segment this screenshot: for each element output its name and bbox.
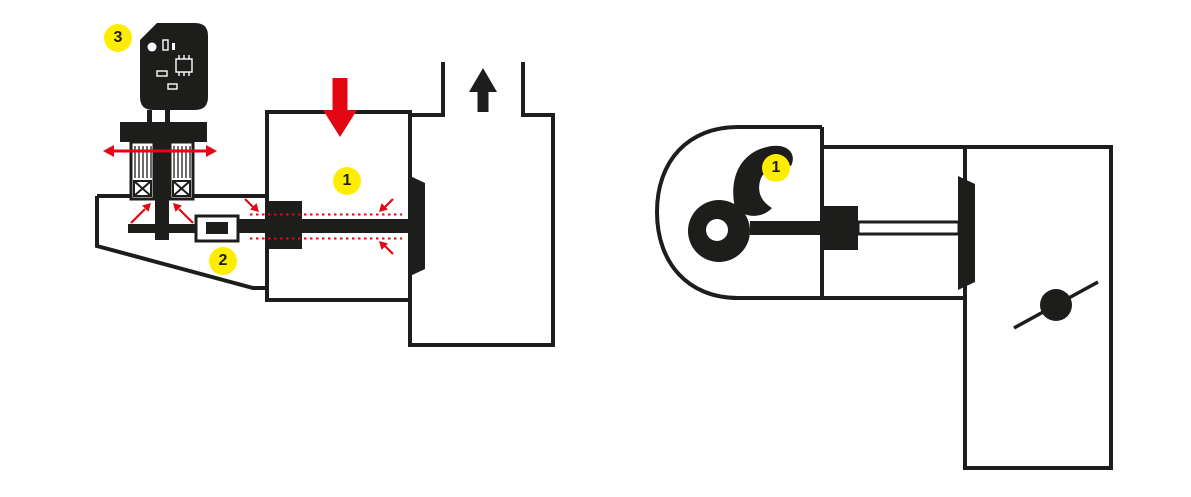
main-valve-body xyxy=(265,110,412,302)
marker-1-right: 1 xyxy=(762,154,790,182)
inlet-flow-arrow xyxy=(323,78,357,137)
marker-1-left: 1 xyxy=(333,167,361,195)
cam-housing xyxy=(654,125,965,300)
cam-follower-rod xyxy=(750,221,824,235)
shaft-seal xyxy=(820,206,858,250)
outlet-chamber xyxy=(408,62,555,347)
pcb-led xyxy=(147,42,157,52)
cam-valve-diagram xyxy=(654,125,1113,470)
stem-friction-arrows xyxy=(244,198,394,255)
pcb-lead-left xyxy=(147,110,152,122)
coil-cross-symbol xyxy=(133,180,152,197)
coil-cross-symbol xyxy=(172,180,191,197)
valve-stem xyxy=(238,219,408,233)
solenoid-coil-left xyxy=(129,140,156,201)
cam xyxy=(688,145,824,262)
armature xyxy=(155,122,169,240)
arrowhead-right xyxy=(206,145,217,157)
control-circuit-board xyxy=(140,23,208,110)
arrowhead-left xyxy=(103,145,114,157)
solenoid-valve-diagram xyxy=(95,23,555,347)
solenoid-coil-right xyxy=(168,140,195,201)
marker-3-left: 3 xyxy=(104,24,132,52)
pcb-lead-right xyxy=(165,110,170,122)
outlet-body xyxy=(963,145,1113,470)
butterfly-disc xyxy=(1040,289,1072,321)
pilot-housing xyxy=(95,194,267,290)
pilot-linkage xyxy=(128,224,196,233)
valve-disc xyxy=(408,175,425,277)
stem-seal xyxy=(266,201,302,249)
pilot-valve-unit xyxy=(194,214,240,243)
pcb-components xyxy=(156,39,193,90)
cam-pivot xyxy=(706,219,728,241)
armature-stroke-arrow xyxy=(103,145,217,157)
valve-shaft xyxy=(856,220,961,236)
magnetic-force-arrows xyxy=(130,203,194,224)
marker-2-left: 2 xyxy=(209,247,237,275)
butterfly-valve xyxy=(1013,280,1099,330)
outlet-flow-arrow xyxy=(469,68,497,112)
valve-chamber xyxy=(820,127,965,298)
valve-disc-right xyxy=(958,176,975,290)
pilot-valve-seat xyxy=(206,222,228,234)
